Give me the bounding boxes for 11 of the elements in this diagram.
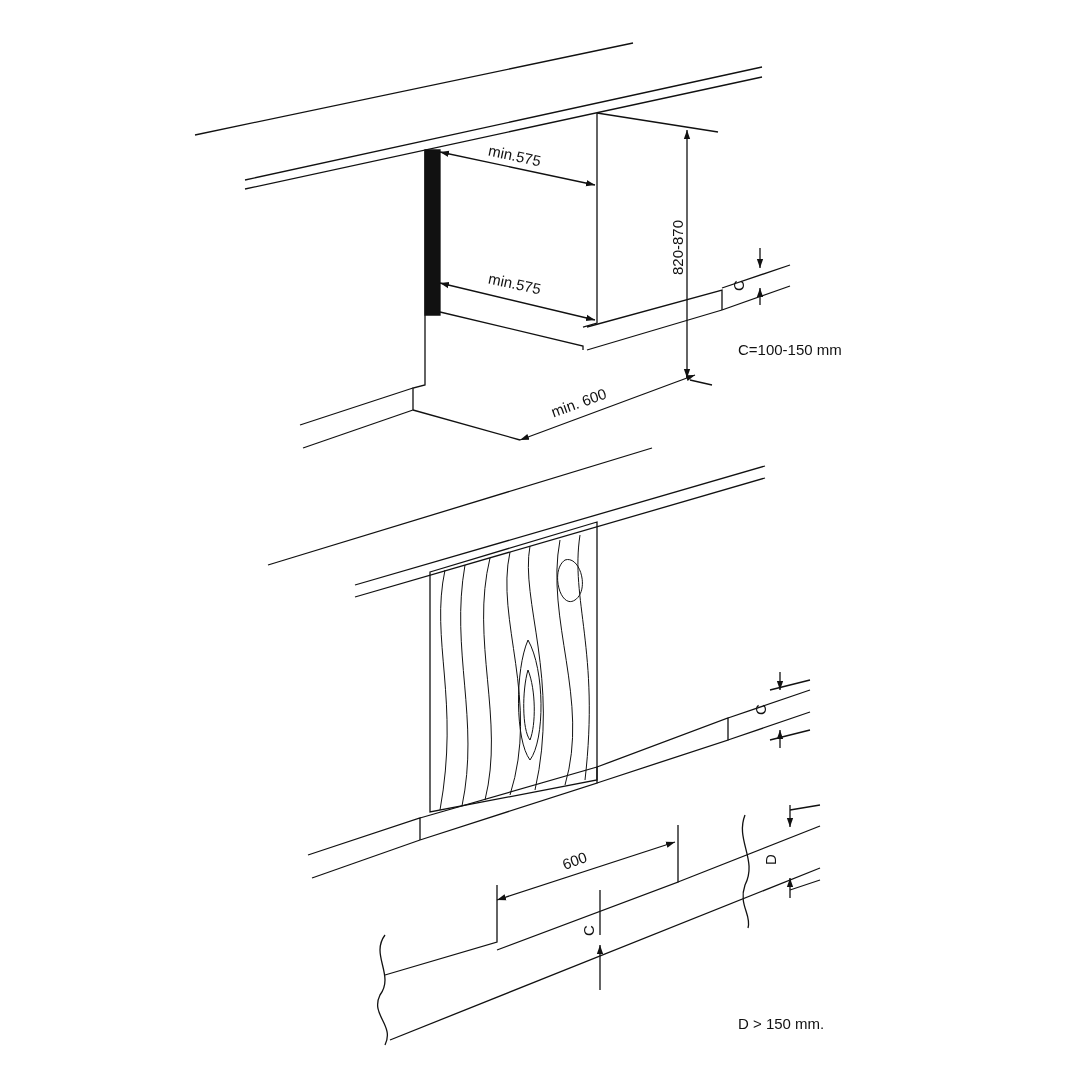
dimension-label: C [752,704,768,715]
dimension-label: C [730,280,746,291]
note: C=100-150 mm [738,342,842,357]
dimension-label: 600 [560,849,589,872]
dimension-label: D [762,854,778,865]
dimension-label: C [580,925,596,936]
note: D > 150 mm. [738,1016,825,1031]
dimension-label: min.575 [487,142,543,169]
dimension-label: min. 600 [549,385,609,420]
dimension-label: min.575 [487,270,543,297]
dimension-label: 820-870 [670,219,686,276]
